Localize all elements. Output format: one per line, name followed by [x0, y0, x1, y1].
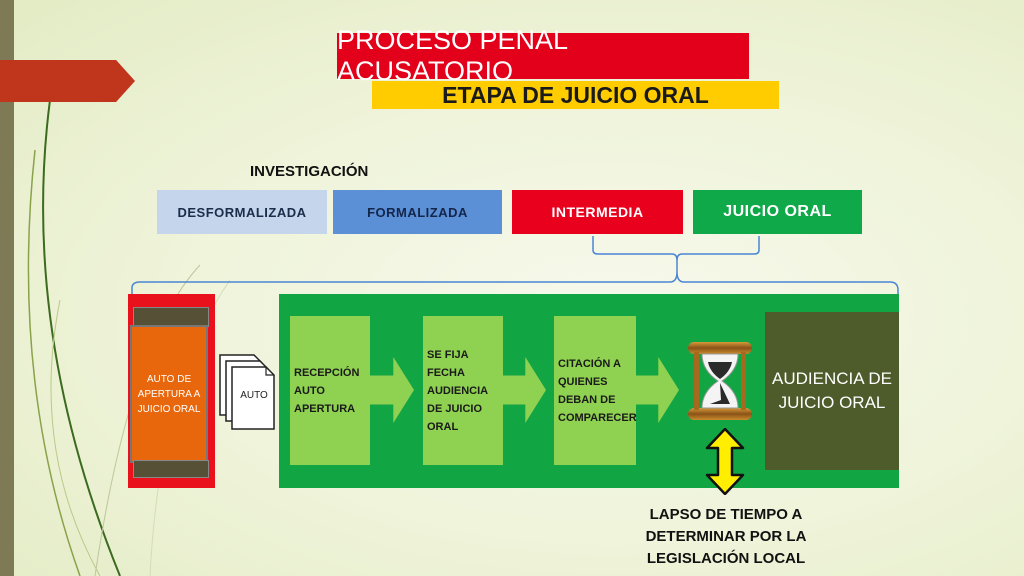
document-label: AUTO [240, 390, 268, 401]
audiencia-box: AUDIENCIA DE JUICIO ORAL [765, 312, 899, 470]
double-arrow-icon [705, 428, 745, 495]
hourglass-icon [688, 342, 752, 420]
step-recepcion: RECEPCIÓN AUTO APERTURA [290, 316, 370, 465]
left-arrow-shape [0, 60, 135, 102]
stage-desformalizada: DESFORMALIZADA [157, 190, 327, 234]
documents-icon [219, 354, 275, 430]
auto-frame-top-bar [133, 307, 209, 327]
stage-intermedia: INTERMEDIA [512, 190, 683, 234]
investigation-label: INVESTIGACIÓN [250, 163, 369, 180]
left-accent-bar [0, 0, 14, 576]
step-fija-fecha: SE FIJA FECHA AUDIENCIA DE JUICIO ORAL [423, 316, 503, 465]
page-subtitle: ETAPA DE JUICIO ORAL [372, 81, 779, 109]
stage-juicio-oral: JUICIO ORAL [693, 190, 862, 234]
step-citacion: CITACIÓN A QUIENES DEBAN DE COMPARECER [554, 316, 637, 465]
auto-frame-bottom-bar [133, 460, 209, 478]
stage-formalizada: FORMALIZADA [333, 190, 502, 234]
auto-apertura-box: AUTO DE APERTURA A JUICIO ORAL [130, 325, 208, 463]
lapso-text: LAPSO DE TIEMPO A DETERMINAR POR LA LEGI… [645, 506, 807, 567]
